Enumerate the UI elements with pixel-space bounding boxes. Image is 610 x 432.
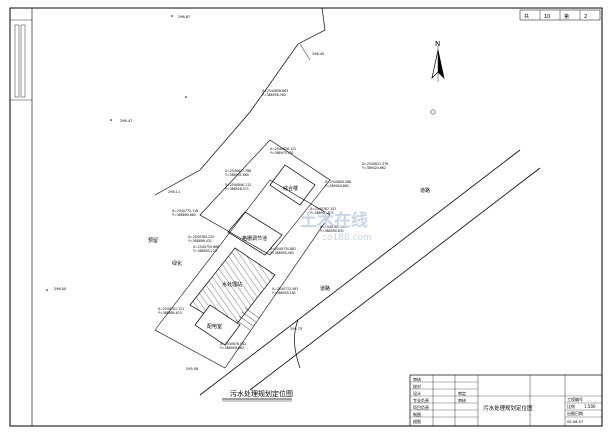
- svg-text:Y=388975.781: Y=388975.781: [270, 151, 294, 155]
- north-arrow: N: [430, 40, 445, 115]
- road-label-upper: 道路: [420, 187, 430, 194]
- elev-2: 296.45: [312, 52, 324, 56]
- building-main: [269, 164, 316, 206]
- building-mid: [227, 211, 283, 256]
- tb-row-2: 校对: [413, 383, 421, 389]
- svg-text:X=2540702.121: X=2540702.121: [158, 307, 184, 311]
- total-value: 10: [544, 14, 550, 20]
- tb-date-value: 09-08-07: [567, 420, 583, 424]
- reserve-label: 预留: [148, 237, 158, 244]
- svg-text:Y=388931.660: Y=388931.660: [225, 173, 249, 177]
- tb-row-5: 项目负责: [413, 404, 429, 410]
- svg-text:Y=388955.181: Y=388955.181: [272, 291, 296, 295]
- site-boundary: [154, 7, 326, 196]
- svg-text:Y=389004.862: Y=389004.862: [325, 184, 349, 188]
- page-value: 2: [584, 14, 587, 20]
- road-edge-upper: [199, 149, 521, 396]
- drawing-title: 污水处理规划定位图: [230, 389, 293, 398]
- svg-text:X=2540826.122: X=2540826.122: [270, 147, 296, 151]
- building-mid-label: 格栅调节池: [242, 235, 267, 242]
- elev-4: 296.11: [168, 190, 180, 194]
- tb-row-1: 审核: [413, 376, 421, 382]
- svg-text:X=2540856.663: X=2540856.663: [262, 89, 288, 93]
- total-label: 共: [524, 13, 529, 20]
- svg-text:X=2540800.268: X=2540800.268: [325, 180, 351, 184]
- svg-text:X=2540817.788: X=2540817.788: [225, 169, 251, 173]
- site-plan: 综合楼 格栅调节池 水处理站 配电室 绿化 预留: [148, 139, 331, 369]
- tb-scale-label: 比例: [567, 403, 575, 409]
- road-edge-lower: [249, 167, 541, 391]
- svg-text:X=2540730.882: X=2540730.882: [270, 247, 296, 251]
- svg-text:Y=388928.571: Y=388928.571: [225, 187, 249, 191]
- svg-text:Y=389024.662: Y=389024.662: [362, 166, 386, 170]
- inner-border: [31, 7, 603, 427]
- svg-text:Y=388890.862: Y=388890.862: [172, 213, 196, 217]
- svg-text:Y=388950.462: Y=388950.462: [270, 251, 294, 255]
- building-main-label: 综合楼: [283, 185, 298, 192]
- svg-text:Y=388909.862: Y=388909.862: [220, 346, 244, 350]
- svg-text:Y=388990.631: Y=388990.631: [320, 229, 344, 233]
- road-label-lower: 道路: [320, 285, 330, 292]
- svg-text:Y=388899.431: Y=388899.431: [188, 239, 212, 243]
- tb-mid-left: 审定: [458, 390, 466, 396]
- tb-row-4: 专业负责: [413, 397, 429, 403]
- upper-outline: [199, 139, 331, 256]
- tb-row-3: 设计: [413, 390, 421, 396]
- tb-date-label: 出图日期: [567, 410, 583, 416]
- elevation-marks: 296.87 296.45 296.47 296.11 296.00 295.7…: [46, 15, 324, 371]
- watermark: 土木在线 co188.com: [300, 210, 372, 243]
- svg-text:Y=388995.871: Y=388995.871: [310, 211, 334, 215]
- building-south-label: 水处理站: [222, 281, 242, 288]
- svg-text:X=2540755.866: X=2540755.866: [193, 245, 219, 249]
- elev-1: 296.87: [178, 15, 190, 19]
- svg-text:X=2540806.112: X=2540806.112: [225, 183, 251, 187]
- svg-text:X=2540787.152: X=2540787.152: [310, 207, 336, 211]
- svg-text:X=2540763.420: X=2540763.420: [320, 225, 346, 229]
- dining-label: 配电室: [207, 323, 222, 330]
- building-small: [194, 304, 241, 346]
- svg-text:Y=388880.615: Y=388880.615: [158, 311, 182, 315]
- sheet-counter: 共 10 第 2: [519, 9, 601, 21]
- tb-project-label: 工程编号: [567, 396, 583, 402]
- tb-row-6: 制图: [413, 411, 421, 417]
- coordinate-annotations: X=2540856.663 Y=388956.362 X=2540826.122…: [158, 89, 388, 350]
- north-arrow-fill-icon: [438, 50, 444, 78]
- svg-text:X=2540764.220: X=2540764.220: [188, 235, 214, 239]
- binding-strip: [10, 19, 32, 101]
- elev-7: 295.58: [186, 367, 198, 371]
- watermark-en: co188.com: [322, 233, 372, 243]
- svg-text:Y=388905.213: Y=388905.213: [193, 249, 217, 253]
- svg-text:Y=388956.362: Y=388956.362: [262, 93, 286, 97]
- drawing-title-block: 污水处理规划定位图: [222, 389, 293, 402]
- svg-text:X=2540811.376: X=2540811.376: [362, 162, 388, 166]
- elev-3: 296.47: [120, 119, 132, 123]
- tb-mid-right: 审核: [458, 397, 466, 403]
- tb-row-7: 描图: [413, 418, 421, 424]
- north-label: N: [435, 40, 440, 48]
- road-curve: [294, 319, 301, 369]
- svg-text:X=2540712.563: X=2540712.563: [272, 287, 298, 291]
- plant-outline: [154, 179, 331, 369]
- elev-6: 295.75: [290, 327, 302, 331]
- title-block: 审核 校对 设计 专业负责 项目负责 制图 描图 审定 审核 污水处理规划定位图…: [409, 374, 603, 427]
- elev-5: 296.00: [54, 287, 66, 291]
- boundary-spur: [299, 43, 311, 61]
- page-label: 第: [564, 13, 569, 20]
- tb-drawing-name: 污水处理规划定位图: [483, 404, 533, 412]
- svg-text:X=2540775.116: X=2540775.116: [172, 209, 198, 213]
- svg-text:X=2540676.542: X=2540676.542: [220, 342, 246, 346]
- tb-scale-value: 1:500: [584, 404, 596, 409]
- stairs: [235, 307, 260, 331]
- watermark-cn: 土木在线: [300, 210, 368, 231]
- garden-label: 绿化: [172, 260, 182, 267]
